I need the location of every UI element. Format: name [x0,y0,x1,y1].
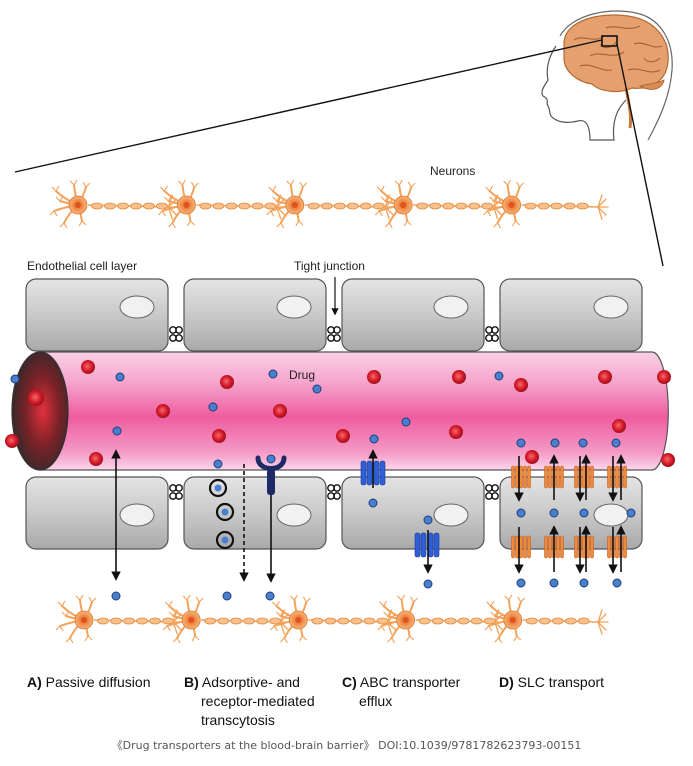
neuron-icon [483,179,609,229]
tight-junction-icon [169,484,183,500]
caption-text: receptor-mediated [201,693,315,709]
slc-transporter-icon [511,465,531,489]
slc-transporter-icon [607,535,627,559]
zoom-lines [14,39,664,267]
caption-slc-transport: D) SLC transport [499,673,604,692]
endothelial-cell-layer-label: Endothelial cell layer [27,259,138,273]
slc-transporter-icon [607,465,627,489]
tight-junction-label: Tight junction [294,259,365,273]
neuron-icon [157,179,288,229]
tight-junction-icon [485,326,499,342]
slc-transporter-icon [511,535,531,559]
head-illustration [541,10,673,141]
caption-text: ABC transporter [359,674,461,690]
vessel-lumen-end [11,351,69,471]
slc-transporters [511,454,627,574]
neuron-icon [49,179,180,229]
neuron-chain-top [49,179,609,229]
caption-text: efflux [359,693,393,709]
zoom-box [601,35,618,47]
tight-junction-icon [169,326,183,342]
caption-letter: A) [27,674,42,690]
caption-text: Adsorptive- and [201,674,300,690]
caption-text: Passive diffusion [45,674,151,690]
caption-text: transcytosis [201,712,275,728]
transcytosis-vesicles [208,478,235,550]
blood-vessel [11,351,669,471]
neuron-icon [374,179,505,229]
receptor-icon [255,455,287,495]
endothelial-cells-top [25,278,643,352]
neuron-icon [266,179,396,229]
caption-letter: D) [499,674,514,690]
caption-transcytosis: B) Adsorptive- and receptor-mediated tra… [184,673,315,730]
caption-letter: B) [184,674,199,690]
tight-junctions [169,326,499,500]
brain-icon [563,14,669,129]
caption-passive-diffusion: A) Passive diffusion [27,673,150,692]
slc-transporter-icon [544,465,564,489]
tight-junction-icon [485,484,499,500]
slc-transporter-icon [574,535,594,559]
slc-transporter-icon [574,465,594,489]
red-blood-cells [5,360,675,467]
neuron-icon [269,594,399,644]
caption-abc-efflux: C) ABC transporter efflux [342,673,460,711]
neuron-chain-bottom [55,594,609,644]
neuron-icon [162,594,292,644]
caption-letter: C) [342,674,357,690]
drug-molecules [10,369,636,601]
neuron-icon [377,594,506,644]
citation: 《Drug transporters at the blood-brain ba… [111,739,582,752]
caption-text: SLC transport [517,674,605,690]
drug-label: Drug [289,368,316,382]
neurons-label: Neurons [430,164,476,178]
neuron-icon [55,594,184,644]
tight-junction-icon [327,484,341,500]
neuron-icon [484,594,609,644]
tight-junction-icon [327,326,341,342]
abc-transporter-icon [360,460,386,486]
abc-transporter-icon [414,532,440,558]
